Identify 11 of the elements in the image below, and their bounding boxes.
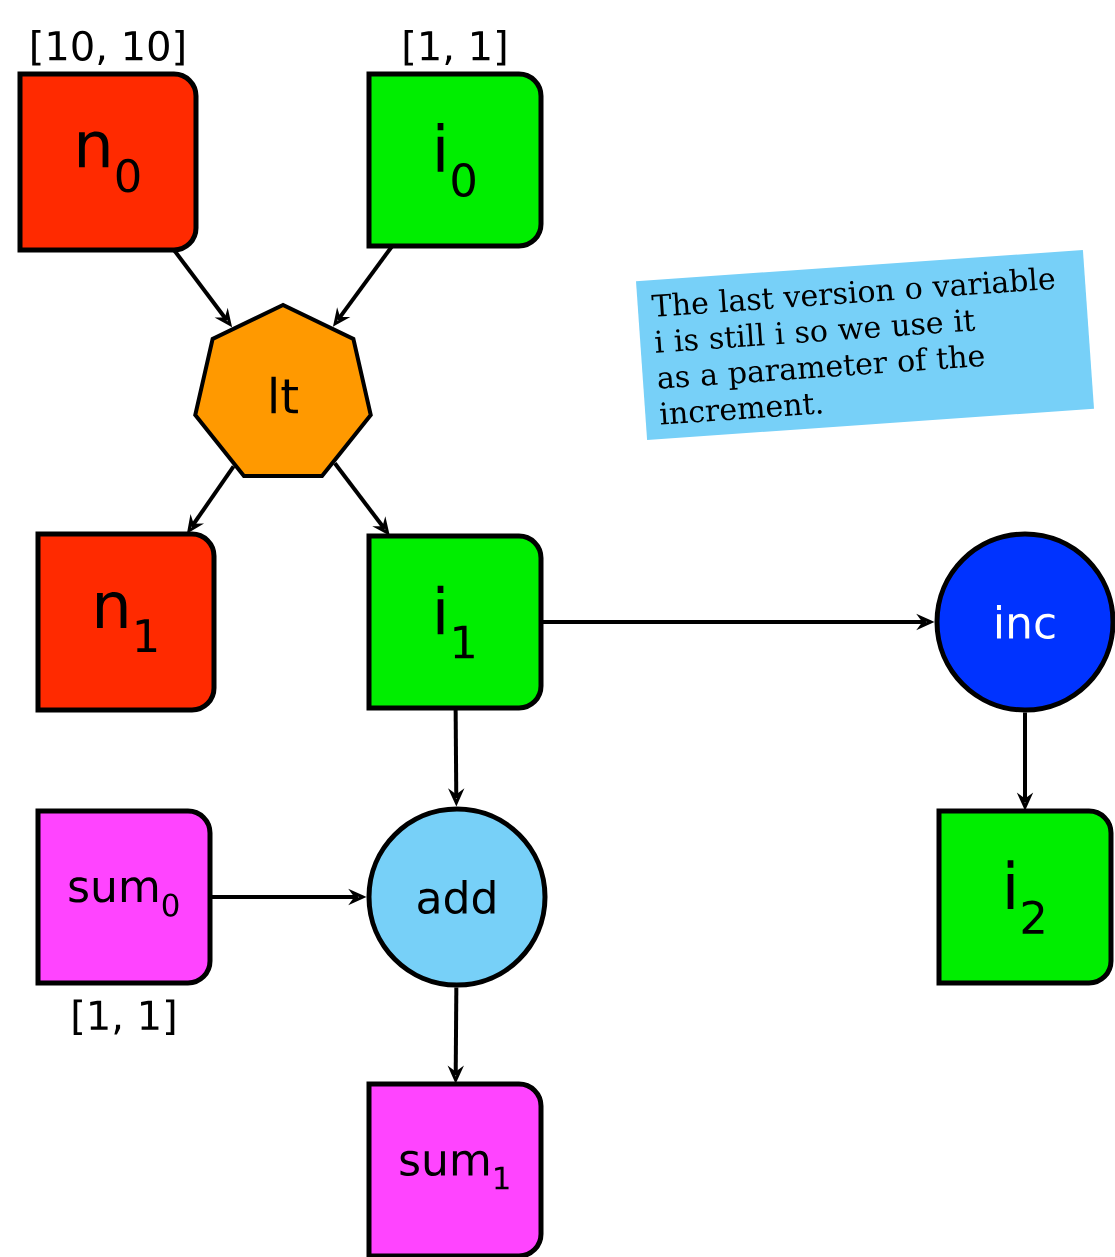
value-label: [10, 10] [32,29,184,66]
note-box: The last version o variable i is still i so we use it as a parameter of the increment. [636,249,1094,441]
variable-box: i$_{1}$ [366,533,544,711]
variable-box: n$_{0}$ [17,71,199,253]
value-label: [1, 1] [73,999,175,1036]
variable-box: sum$_{1}$ [366,1081,544,1257]
variable-box: i$_{2}$ [936,808,1114,986]
variable-box: n$_{1}$ [35,531,217,713]
variable-box: i$_{0}$ [366,71,544,249]
variable-box: sum$_{0}$ [35,808,213,986]
value-label: [1, 1] [404,29,506,66]
